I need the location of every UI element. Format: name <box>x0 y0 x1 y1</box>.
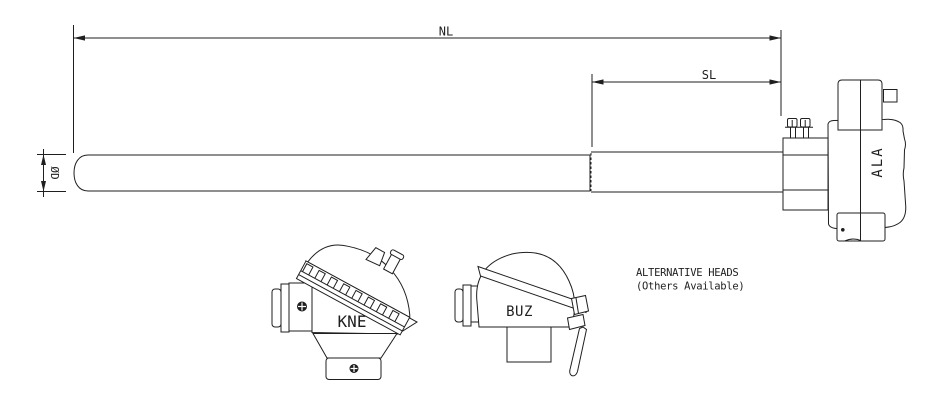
buz-clamp-foot <box>566 313 586 331</box>
buz-neck-block <box>506 326 552 363</box>
kne-cable-entry-icon <box>271 288 282 328</box>
cap-knob-top <box>389 249 405 261</box>
cap-rim-line <box>298 274 403 332</box>
nl-dimension-label: NL <box>439 25 453 39</box>
cover-screw-icon <box>297 301 307 312</box>
fitting-block <box>782 137 829 211</box>
fixing-screws-icon <box>785 118 813 138</box>
ala-body <box>827 118 907 230</box>
bottom-detail-curve <box>844 238 862 242</box>
kne-cap <box>295 244 411 336</box>
diameter-dimension: ØD <box>37 149 66 197</box>
alternative-heads-title: ALTERNATIVE HEADS <box>636 267 738 279</box>
chain-screw-icon <box>841 228 845 232</box>
arrowhead-icon <box>73 35 85 41</box>
arrowhead-icon <box>41 181 46 192</box>
buz-latch-lever <box>569 326 588 377</box>
probe-assembly: NL SL ØD <box>37 25 907 380</box>
sl-dimension-label: SL <box>702 68 716 82</box>
buz-catch-box <box>570 294 590 316</box>
arrowhead-icon <box>769 79 781 85</box>
ala-head: ALA <box>827 79 907 242</box>
kne-head-label: KNE <box>338 312 367 331</box>
diameter-dimension-label: ØD <box>48 166 61 179</box>
nl-dimension: NL <box>73 25 782 153</box>
kne-cap-band <box>295 260 411 336</box>
vent-stub-icon <box>365 247 386 267</box>
alternative-heads-note: ALTERNATIVE HEADS (Others Available) <box>636 267 745 293</box>
kne-cable-entry-nut <box>280 283 290 333</box>
kne-head: KNE <box>271 244 418 380</box>
buz-cable-entry-icon <box>454 288 464 323</box>
cap-rim-line <box>300 270 405 328</box>
kne-neck-taper <box>312 333 398 359</box>
pocket-screw-icon <box>349 364 359 373</box>
buz-head-label: BUZ <box>506 304 533 320</box>
arrowhead-icon <box>592 79 604 85</box>
buz-cable-entry-nut <box>462 284 472 327</box>
alternative-heads-subtitle: (Others Available) <box>636 281 744 293</box>
buz-clamp-band <box>477 265 587 314</box>
buz-catch-detail <box>575 297 579 314</box>
cable-entry-gland-icon <box>883 89 898 103</box>
arrowhead-icon <box>41 154 46 165</box>
buz-head: BUZ <box>454 251 590 377</box>
probe-sheath <box>73 154 591 192</box>
ala-head-label: ALA <box>870 146 886 177</box>
cap-castellation-icon <box>302 263 400 322</box>
arrowhead-icon <box>769 35 781 41</box>
process-fitting <box>782 118 829 211</box>
sl-dimension: SL <box>591 68 781 147</box>
